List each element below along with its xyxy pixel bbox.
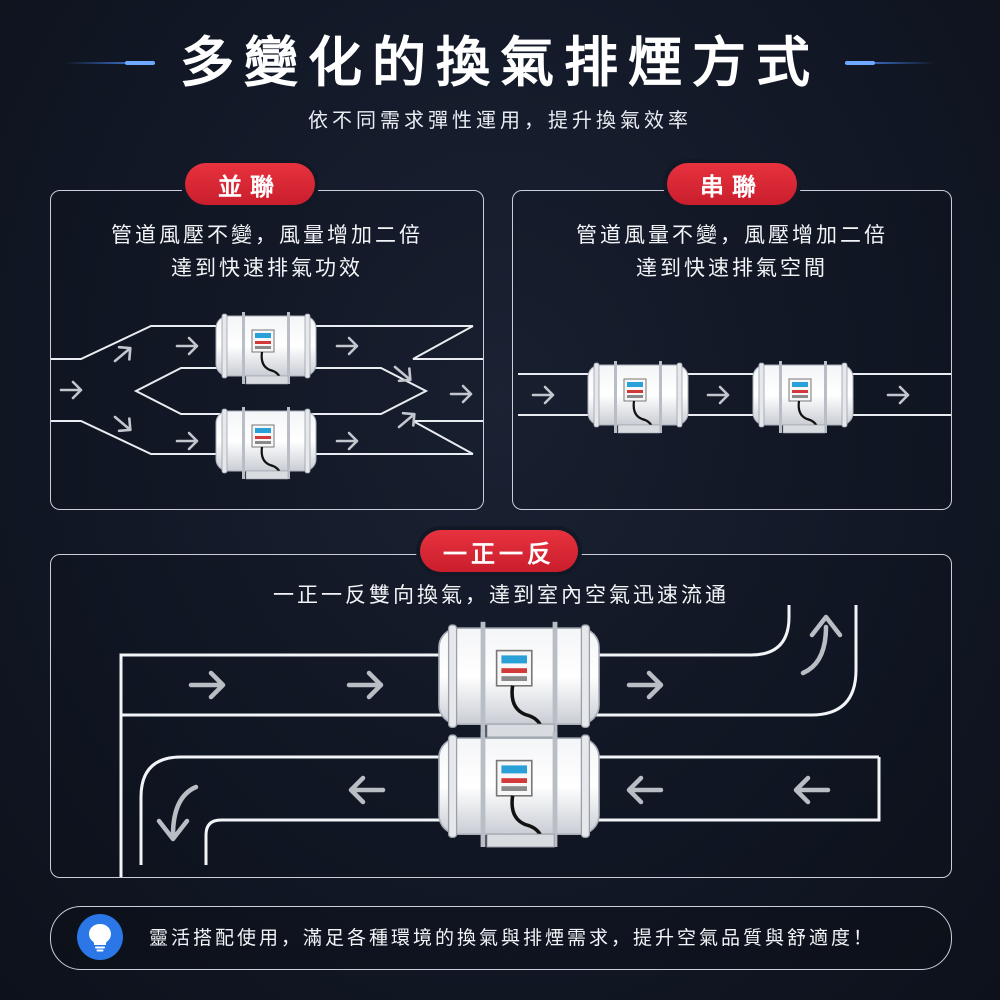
parallel-arrow-out xyxy=(449,384,473,404)
tip-bar: 靈活搭配使用，滿足各種環境的換氣與排煙需求，提升空氣品質與舒適度！ xyxy=(50,906,952,970)
reverse-desc-line1: 一正一反雙向換氣，達到室內空氣迅速流通 xyxy=(273,583,729,607)
series-fan-1 xyxy=(586,359,690,435)
parallel-panel: 管道風壓不變，風量增加二倍 達到快速排氣功效 xyxy=(50,190,484,510)
series-duct-diagram xyxy=(518,359,951,435)
reverse-arrow-bottom-2 xyxy=(629,778,661,802)
header: 多變化的換氣排煙方式 xyxy=(0,28,1000,98)
parallel-arrow-top-1 xyxy=(175,336,199,356)
page-subtitle: 依不同需求彈性運用，提升換氣效率 xyxy=(308,108,692,132)
series-arrow-3 xyxy=(886,385,910,405)
reverse-fan-top xyxy=(437,620,601,739)
reverse-arrow-down-curve xyxy=(156,784,199,842)
parallel-badge: 並聯 xyxy=(185,163,315,205)
lightbulb-icon xyxy=(77,914,123,960)
reverse-arrow-bottom-1 xyxy=(351,778,383,802)
reverse-panel: 一正一反雙向換氣，達到室內空氣迅速流通 xyxy=(50,554,952,878)
series-panel: 管道風量不變，風壓增加二倍 達到快速排氣空間 xyxy=(512,190,952,510)
parallel-desc-line1: 管道風壓不變，風量增加二倍 xyxy=(111,223,423,247)
title-decor-right xyxy=(845,61,935,65)
parallel-arrow-bottom-1 xyxy=(175,431,199,451)
page-title: 多變化的換氣排煙方式 xyxy=(180,31,820,94)
reverse-badge: 一正一反 xyxy=(420,530,578,572)
parallel-arrow-split-down xyxy=(108,409,137,438)
reverse-fan-bottom xyxy=(437,730,601,849)
parallel-fan-top xyxy=(214,310,318,386)
reverse-arrow-top-2 xyxy=(349,673,381,697)
title-decor-left xyxy=(65,61,155,65)
parallel-arrow-top-2 xyxy=(335,336,359,356)
reverse-arrow-top-3 xyxy=(629,673,661,697)
reverse-arrow-up-curve xyxy=(800,614,843,676)
parallel-desc-line2: 達到快速排氣功效 xyxy=(171,256,363,280)
reverse-duct-diagram xyxy=(119,605,881,877)
reverse-arrow-bottom-3 xyxy=(796,778,828,802)
series-badge: 串聯 xyxy=(667,163,797,205)
series-desc-line1: 管道風量不變，風壓增加二倍 xyxy=(576,223,888,247)
parallel-arrow-split-up xyxy=(108,340,137,369)
series-arrow-1 xyxy=(531,385,555,405)
parallel-arrow-bottom-2 xyxy=(335,431,359,451)
series-arrow-2 xyxy=(706,385,730,405)
series-desc-line2: 達到快速排氣空間 xyxy=(636,256,828,280)
parallel-fan-bottom xyxy=(214,405,318,481)
tip-text: 靈活搭配使用，滿足各種環境的換氣與排煙需求，提升空氣品質與舒適度！ xyxy=(149,927,876,949)
series-fan-2 xyxy=(751,359,855,435)
parallel-arrow-in xyxy=(59,380,83,400)
parallel-duct-diagram xyxy=(51,310,483,481)
reverse-arrow-top-1 xyxy=(191,673,223,697)
